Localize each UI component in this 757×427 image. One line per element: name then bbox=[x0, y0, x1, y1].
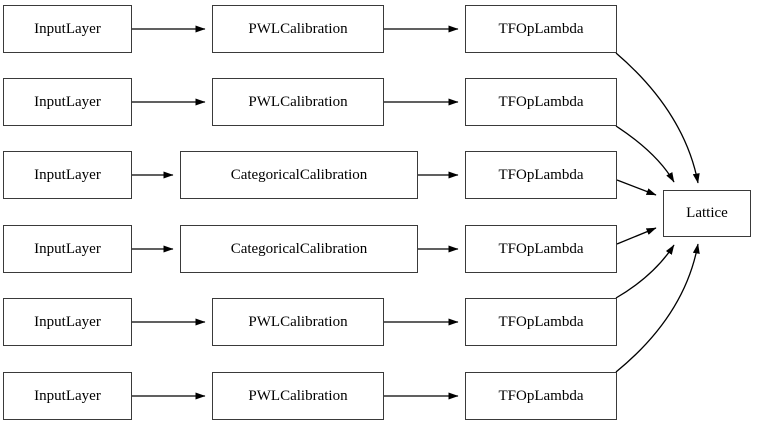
node-label: TFOpLambda bbox=[498, 387, 584, 404]
node-categorical-calibration-1[interactable]: CategoricalCalibration bbox=[180, 151, 418, 199]
node-label: TFOpLambda bbox=[498, 20, 584, 37]
node-tfoplambda-2[interactable]: TFOpLambda bbox=[465, 78, 617, 126]
node-label: TFOpLambda bbox=[498, 166, 584, 183]
node-label: PWLCalibration bbox=[248, 313, 348, 330]
node-pwl-calibration-4[interactable]: PWLCalibration bbox=[212, 372, 384, 420]
node-categorical-calibration-2[interactable]: CategoricalCalibration bbox=[180, 225, 418, 273]
node-label: CategoricalCalibration bbox=[230, 240, 368, 257]
node-tfoplambda-5[interactable]: TFOpLambda bbox=[465, 298, 617, 346]
edge-lambda-4-to-lattice bbox=[616, 227, 657, 245]
node-label: InputLayer bbox=[34, 387, 101, 404]
node-tfoplambda-3[interactable]: TFOpLambda bbox=[465, 151, 617, 199]
node-input-layer-2[interactable]: InputLayer bbox=[3, 78, 132, 126]
node-label: PWLCalibration bbox=[248, 387, 348, 404]
edge-lambda-3-to-lattice bbox=[616, 179, 657, 196]
edge-lambda-5-to-lattice bbox=[615, 244, 675, 299]
node-label: CategoricalCalibration bbox=[230, 166, 368, 183]
edge-lambda-2-to-lattice bbox=[615, 125, 675, 183]
node-pwl-calibration-1[interactable]: PWLCalibration bbox=[212, 5, 384, 53]
node-label: PWLCalibration bbox=[248, 93, 348, 110]
node-label: TFOpLambda bbox=[498, 240, 584, 257]
node-label: TFOpLambda bbox=[498, 313, 584, 330]
edge-lambda-1-to-lattice bbox=[615, 52, 700, 184]
node-tfoplambda-1[interactable]: TFOpLambda bbox=[465, 5, 617, 53]
node-input-layer-1[interactable]: InputLayer bbox=[3, 5, 132, 53]
node-label: InputLayer bbox=[34, 20, 101, 37]
node-input-layer-6[interactable]: InputLayer bbox=[3, 372, 132, 420]
node-label: PWLCalibration bbox=[248, 20, 348, 37]
node-lattice[interactable]: Lattice bbox=[663, 190, 751, 237]
edge-lambda-6-to-lattice bbox=[615, 243, 700, 373]
node-input-layer-4[interactable]: InputLayer bbox=[3, 225, 132, 273]
node-label: InputLayer bbox=[34, 313, 101, 330]
node-pwl-calibration-3[interactable]: PWLCalibration bbox=[212, 298, 384, 346]
node-tfoplambda-4[interactable]: TFOpLambda bbox=[465, 225, 617, 273]
node-input-layer-5[interactable]: InputLayer bbox=[3, 298, 132, 346]
node-label: TFOpLambda bbox=[498, 93, 584, 110]
node-label: InputLayer bbox=[34, 240, 101, 257]
node-tfoplambda-6[interactable]: TFOpLambda bbox=[465, 372, 617, 420]
node-pwl-calibration-2[interactable]: PWLCalibration bbox=[212, 78, 384, 126]
node-label: InputLayer bbox=[34, 93, 101, 110]
node-label: InputLayer bbox=[34, 166, 101, 183]
node-input-layer-3[interactable]: InputLayer bbox=[3, 151, 132, 199]
node-label: Lattice bbox=[686, 205, 728, 221]
